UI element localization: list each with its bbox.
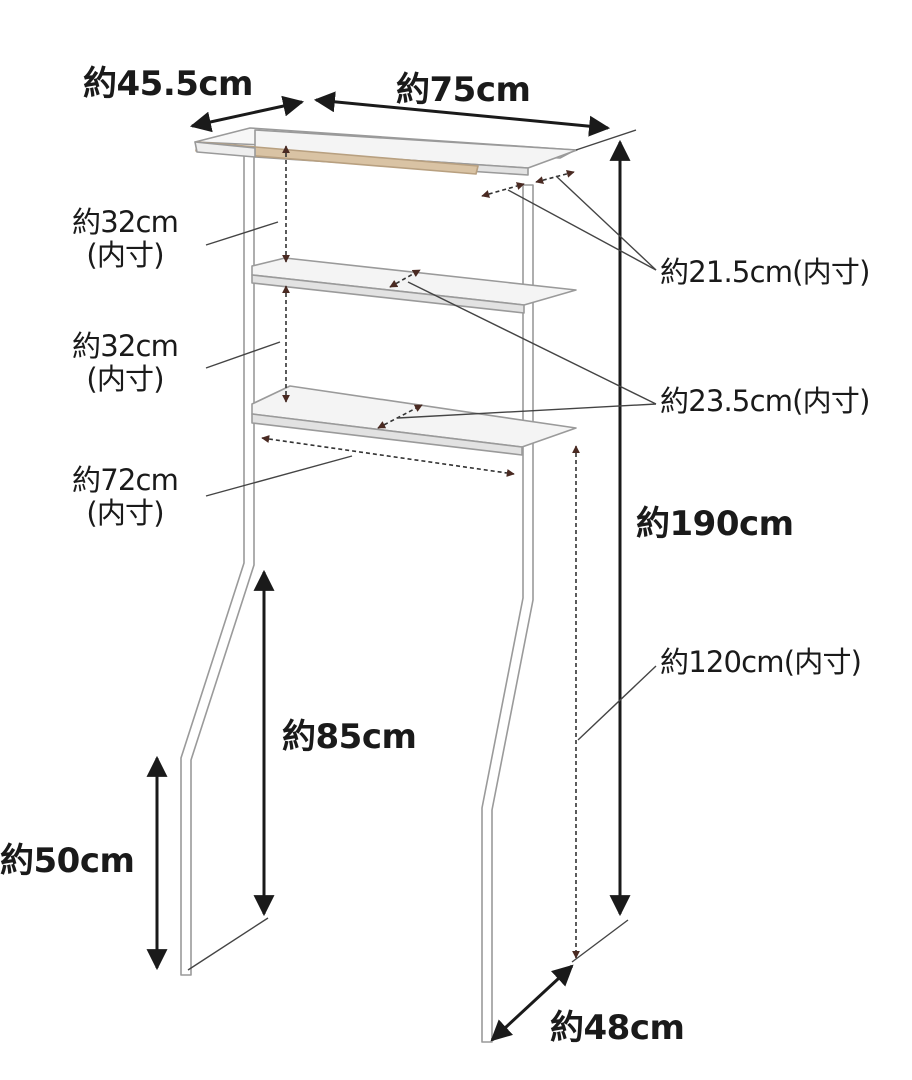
depth-dimension-line [313,91,611,137]
top-depth-dashed-a [481,182,525,198]
leader-lower-depth [397,403,657,419]
ext-total-top [575,129,637,151]
base-depth-dimension-line [490,964,574,1042]
leader-shelf-gap-2 [205,341,281,369]
width-dimension-line [189,95,305,133]
leg-lower-height-label: 約50cm [0,841,135,881]
lower-shelf-depth-label: 約23.5cm(内寸) [660,384,870,418]
leader-top-depth-b [555,175,657,271]
leader-top-depth-a [507,189,657,271]
shelf-gap-2-label: 約32cm (内寸) [72,329,179,397]
leg-height-label: 約85cm [282,717,417,757]
top-shelf-depth-label: 約21.5cm(内寸) [660,255,870,289]
inner-width-note: (内寸) [86,496,164,531]
shelf-gap-2-value: 約32cm [72,329,179,363]
rack-frame [180,127,578,1043]
ext-total-bottom [571,919,629,963]
leader-clearance [577,665,657,741]
ext-leg-bottom [187,917,269,971]
depth-label: 約75cm [396,70,531,110]
shelf-gap-1-value: 約32cm [72,205,179,239]
top-front-rail [194,141,256,158]
inner-width-label: 約72cm (内寸) [72,463,179,531]
inner-width-value: 約72cm [72,463,179,497]
shelf-gap-1-label: 約32cm (内寸) [72,205,179,273]
middle-depth-dashed [389,269,421,288]
inner-dimension-lines [261,145,580,959]
base-depth-label: 約48cm [550,1008,685,1048]
leader-inner-width [205,455,353,497]
shelf-gap-2-note: (内寸) [86,362,164,397]
leader-lines [187,129,657,971]
width-label: 約45.5cm [83,64,253,104]
right-post [481,184,534,1043]
total-height-label: 約190cm [636,504,794,544]
clearance-height-label: 約120cm(内寸) [660,645,862,679]
inner-width-dashed [261,435,515,477]
top-depth-dashed-b [535,169,575,185]
dimension-lines [146,91,631,1042]
shelf-gap-1-note: (内寸) [86,238,164,273]
leader-shelf-gap-1 [205,221,279,246]
leader-middle-depth [407,281,657,405]
left-post [180,147,255,976]
lower-depth-dashed [377,404,423,429]
